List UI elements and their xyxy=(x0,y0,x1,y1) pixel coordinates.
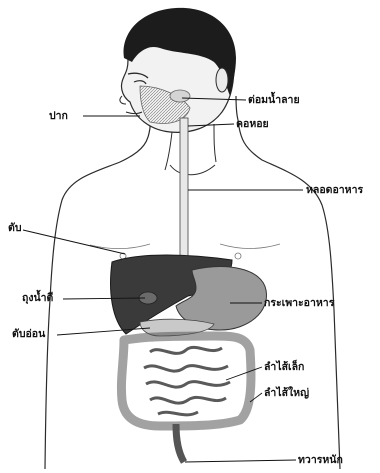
label-small-intestine: ลำไส้เล็ก xyxy=(264,361,304,373)
label-pharynx: คอหอย xyxy=(236,118,269,130)
label-gallbladder: ถุงน้ำดี xyxy=(22,292,53,304)
label-stomach: กระเพาะอาหาร xyxy=(264,297,334,309)
esophagus-tube xyxy=(180,118,188,258)
ear-shape xyxy=(216,68,228,92)
label-salivary-gland: ต่อมน้ำลาย xyxy=(248,94,300,106)
head xyxy=(120,8,236,132)
label-anus: ทวารหนัก xyxy=(298,454,343,466)
label-pancreas: ตับอ่อน xyxy=(12,328,45,340)
salivary-gland-shape xyxy=(170,90,190,102)
small-intestine-coils xyxy=(144,347,230,414)
label-liver: ตับ xyxy=(8,222,21,234)
label-mouth: ปาก xyxy=(49,110,68,122)
label-large-intestine: ลำไส้ใหญ่ xyxy=(264,387,309,399)
label-esophagus: หลอดอาหาร xyxy=(306,184,363,196)
